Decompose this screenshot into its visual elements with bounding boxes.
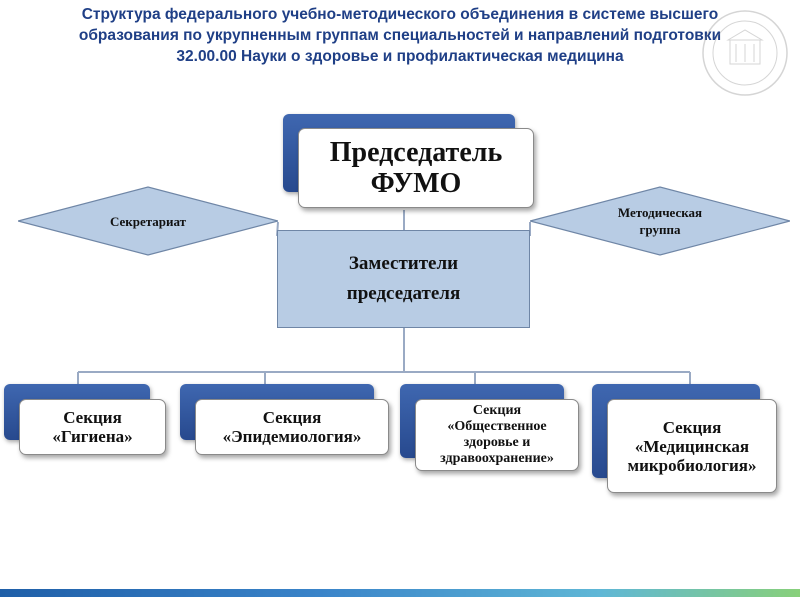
title-line-1: Структура федерального учебно-методическ…	[81, 6, 719, 23]
methodical-group-label-1: Методическая	[617, 205, 703, 220]
section-epidemiology-line-2: «Эпидемиология»	[222, 427, 362, 446]
section-public-health-line-3: здоровье и	[463, 435, 531, 450]
section-microbiology-line-2: «Медицинская	[634, 436, 750, 456]
deputies-label-2: председателя	[346, 283, 461, 304]
section-epidemiology-box: Секция «Эпидемиология»	[195, 399, 389, 455]
section-hygiene-line-1: Секция	[63, 408, 122, 427]
chairman-box: Председатель ФУМО	[298, 128, 534, 208]
section-public-health-box: Секция «Общественное здоровье и здравоох…	[415, 399, 579, 471]
section-microbiology-line-1: Секция	[662, 417, 722, 437]
section-public-health-line-2: «Общественное	[447, 419, 547, 434]
section-public-health-line-1: Секция	[472, 403, 522, 418]
section-microbiology-box: Секция «Медицинская микробиология»	[607, 399, 777, 493]
deputies-label-1: Заместители	[348, 253, 459, 274]
section-hygiene-box: Секция «Гигиена»	[19, 399, 166, 455]
section-microbiology-line-3: микробиология»	[627, 455, 757, 475]
title-line-3: 32.00.00 Науки о здоровье и профилактиче…	[176, 48, 624, 65]
section-public-health-line-4: здравоохранение»	[440, 451, 554, 466]
deputies-box: Заместители председателя	[277, 230, 530, 328]
chairman-subtitle: ФУМО	[370, 168, 462, 199]
footer-stripe	[0, 589, 800, 597]
page-title: Структура федерального учебно-методическ…	[0, 4, 800, 67]
chairman-title: Председатель	[329, 137, 503, 168]
section-epidemiology-line-1: Секция	[262, 408, 322, 427]
methodical-group-diamond: Методическая группа	[530, 186, 790, 256]
secretariat-label: Секретариат	[109, 213, 187, 229]
methodical-group-label-2: группа	[639, 222, 681, 237]
university-seal-icon	[702, 10, 788, 96]
section-hygiene-line-2: «Гигиена»	[52, 427, 133, 446]
secretariat-diamond: Секретариат	[18, 186, 278, 256]
title-line-2: образования по укрупненным группам специ…	[78, 27, 722, 44]
